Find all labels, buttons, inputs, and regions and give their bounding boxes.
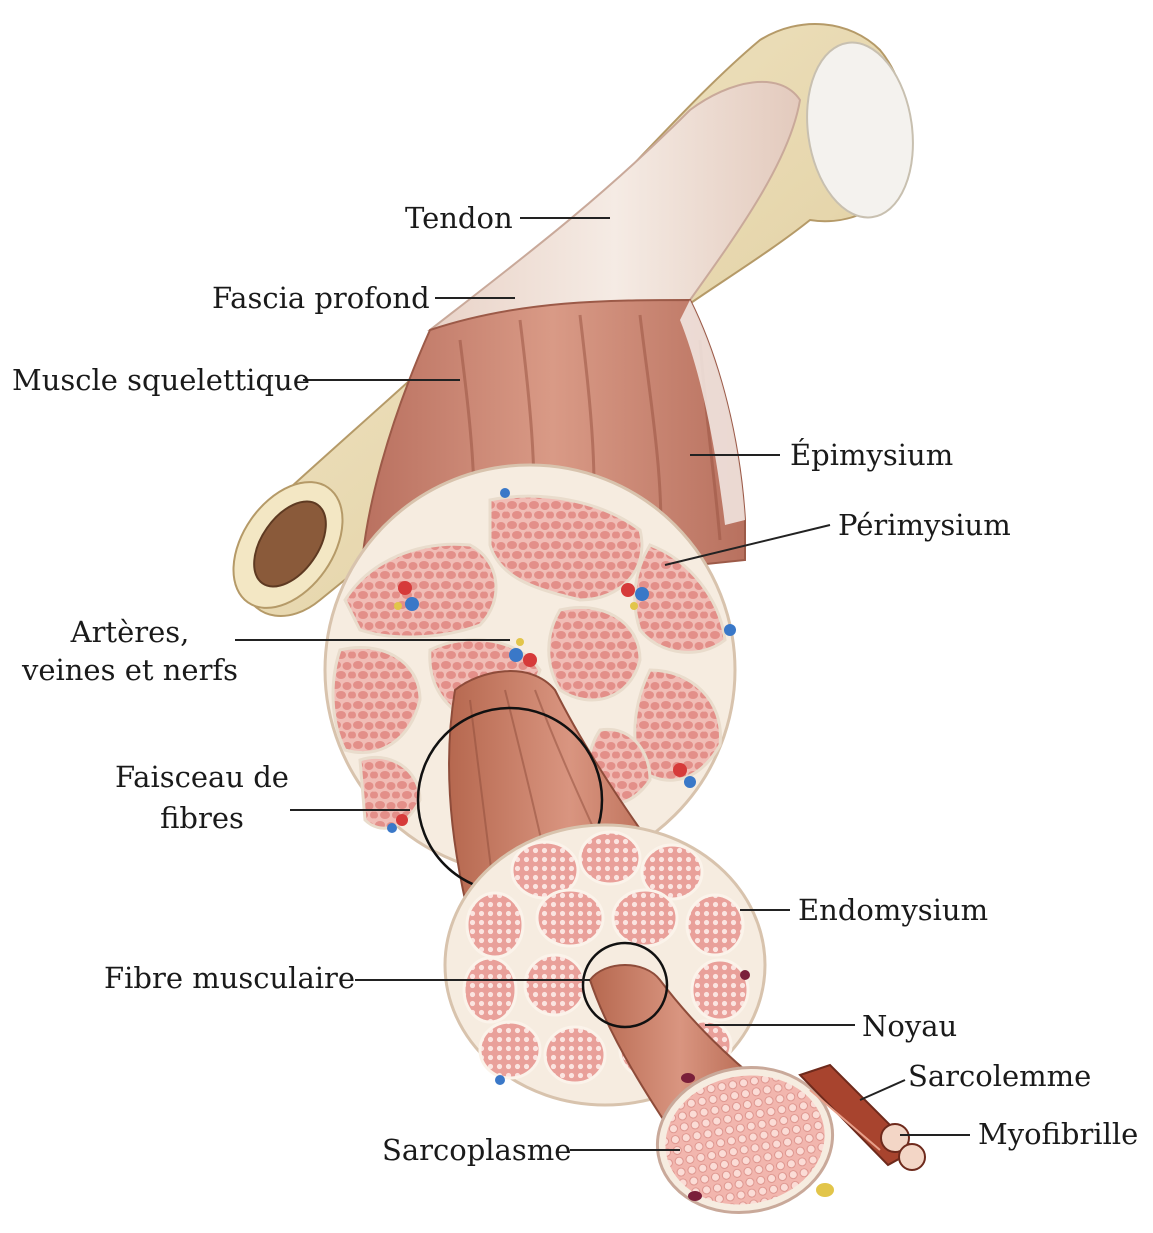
label-arteres-line2: veines et nerfs bbox=[21, 653, 238, 687]
label-faisceau-line1: Faisceau de bbox=[115, 760, 289, 794]
label-epimysium: Épimysium bbox=[790, 437, 953, 472]
label-arteres-line1: Artères, bbox=[70, 615, 190, 649]
label-myofibrille: Myofibrille bbox=[978, 1117, 1138, 1151]
label-perimysium: Périmysium bbox=[838, 508, 1011, 542]
label-noyau: Noyau bbox=[862, 1009, 957, 1043]
label-fascia-profond: Fascia profond bbox=[212, 281, 430, 315]
label-tendon: Tendon bbox=[405, 201, 513, 235]
label-muscle-squelettique: Muscle squelettique bbox=[12, 363, 310, 397]
label-endomysium: Endomysium bbox=[798, 893, 988, 927]
label-sarcolemme: Sarcolemme bbox=[908, 1059, 1091, 1093]
label-sarcoplasme: Sarcoplasme bbox=[382, 1133, 571, 1167]
label-fibre-musculaire: Fibre musculaire bbox=[104, 961, 355, 995]
label-faisceau-line2: fibres bbox=[160, 801, 244, 835]
